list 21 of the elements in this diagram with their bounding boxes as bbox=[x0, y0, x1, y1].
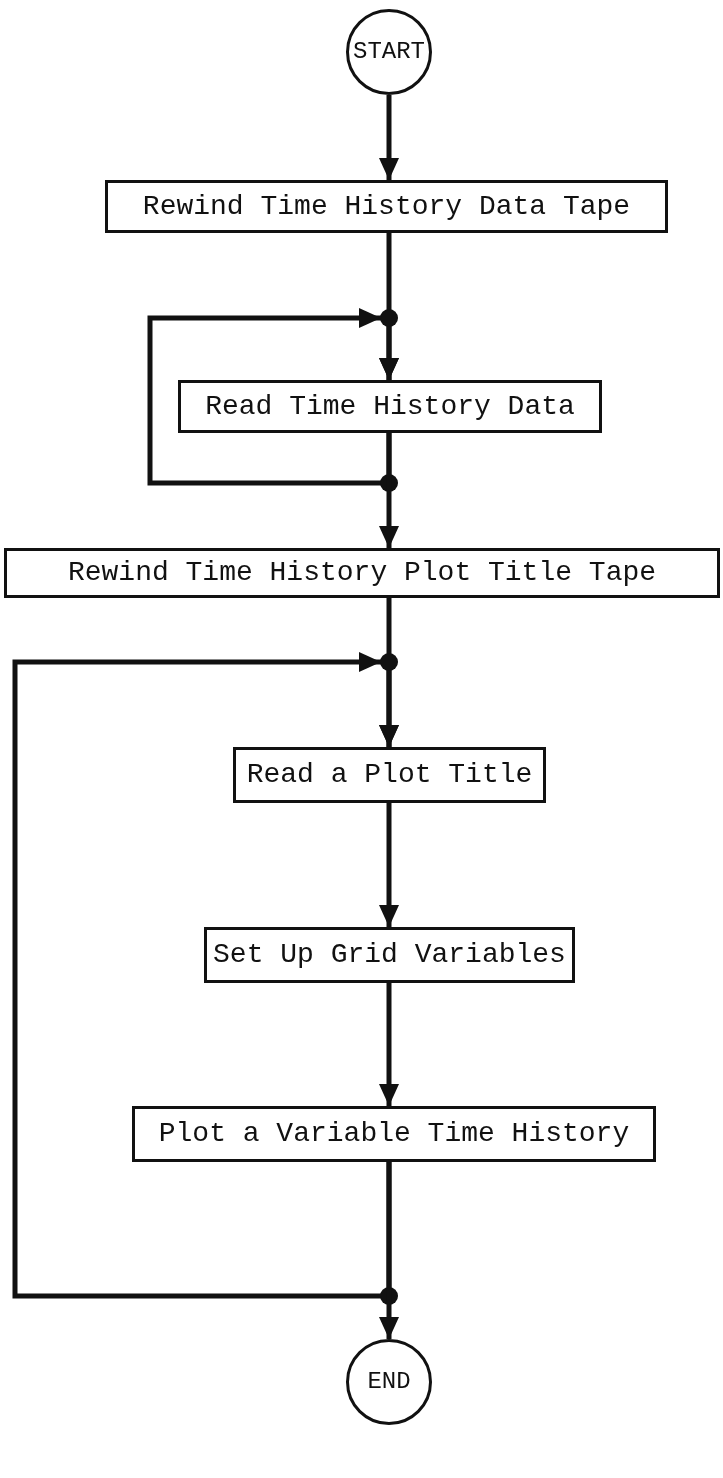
node-label: Rewind Time History Data Tape bbox=[142, 192, 631, 221]
arrow bbox=[147, 308, 399, 486]
arrow bbox=[12, 652, 399, 1299]
node-label: Rewind Time History Plot Title Tape bbox=[67, 559, 657, 587]
process-box bbox=[132, 1106, 656, 1162]
node-label: END bbox=[367, 1370, 411, 1394]
process-box bbox=[178, 380, 602, 433]
node-label: Read a Plot Title bbox=[246, 761, 533, 789]
arrow bbox=[379, 1162, 399, 1339]
process-box bbox=[204, 927, 575, 983]
arrow bbox=[379, 803, 399, 927]
node-label: Set Up Grid Variables bbox=[213, 941, 566, 969]
arrow bbox=[379, 95, 399, 180]
arrow bbox=[379, 983, 399, 1106]
process-box bbox=[233, 747, 546, 803]
process-box bbox=[105, 180, 668, 233]
node-label: START bbox=[353, 40, 425, 64]
arrow bbox=[379, 433, 399, 548]
process-box bbox=[4, 548, 720, 598]
node-label: Plot a Variable Time History bbox=[158, 1120, 630, 1148]
node-label: Read Time History Data bbox=[205, 392, 575, 421]
